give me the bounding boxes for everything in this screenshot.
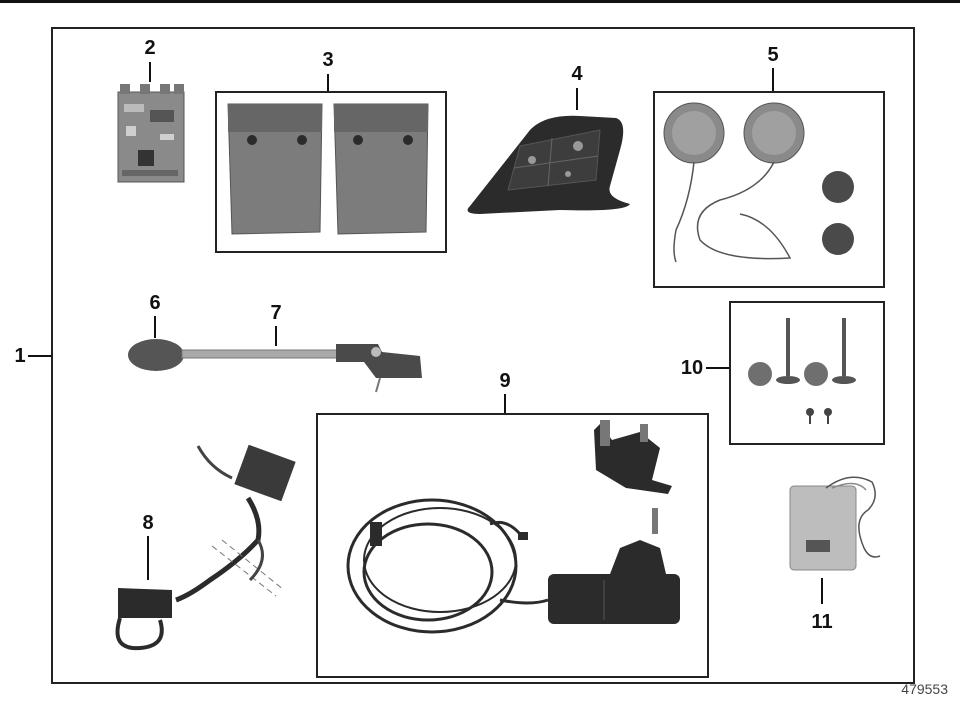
callout-6: 6: [149, 292, 161, 314]
part-3-pouches: [215, 74, 447, 253]
callout-8: 8: [142, 512, 154, 534]
callout-4: 4: [571, 63, 583, 85]
callout-1: 1: [14, 345, 26, 367]
figure-number: 479553: [901, 681, 948, 697]
callout-10: 10: [680, 357, 704, 379]
top-border-line: [0, 0, 960, 3]
part-10-hardware: [706, 301, 885, 445]
callout-3: 3: [322, 49, 334, 71]
part-4-control-unit: [467, 88, 630, 214]
callout-2: 2: [144, 37, 156, 59]
callout-5: 5: [767, 44, 779, 66]
part-6-7-microphone: [128, 316, 422, 393]
callout-11: 11: [811, 611, 833, 633]
part-9-charger: [316, 394, 709, 678]
callout-9: 9: [499, 370, 511, 392]
part-5-speakers: [653, 68, 885, 288]
part-11-battery: [789, 476, 881, 604]
callout-7: 7: [270, 302, 282, 324]
part-2-circuit-board: [117, 62, 185, 183]
part-8-wiring-harness: [115, 444, 296, 651]
